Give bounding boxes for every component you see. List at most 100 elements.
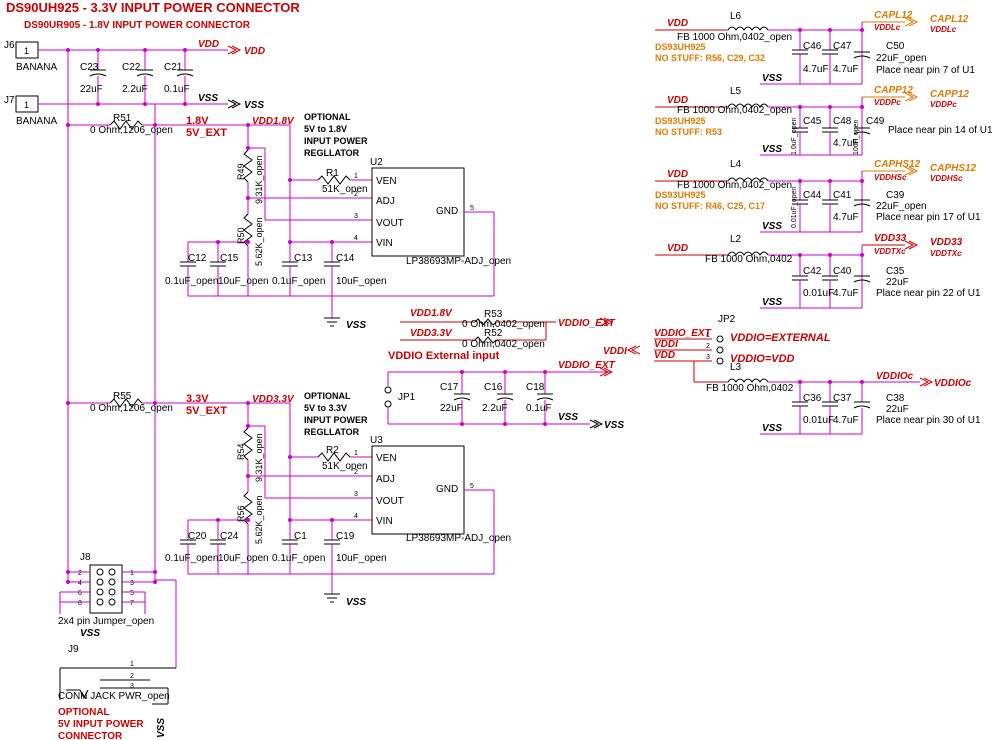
l5-ref: L5 bbox=[730, 86, 742, 97]
ground-icon bbox=[324, 593, 340, 603]
regulator-2: R55 0 Ohm,1206_open 3.3V 5V_EXT VDD3.3V … bbox=[66, 391, 511, 608]
input-caps: C23 22uF C22 2.2uF C21 0.1uF bbox=[80, 48, 194, 106]
l4-part: DS93UH925 bbox=[655, 190, 706, 200]
l3-vddioc-b: VDDIOc bbox=[934, 378, 972, 389]
l5-vddpc: VDDPc bbox=[874, 98, 901, 107]
j7-banana-label: BANANA bbox=[16, 116, 57, 127]
j9-jack: J9 1 2 3 CONN JACK PWR_open VSS OPTIONAL… bbox=[58, 579, 177, 740]
c20-ref: C20 bbox=[188, 531, 207, 542]
cap-c22-ref: C22 bbox=[122, 62, 141, 73]
c50-val: 22uF_open bbox=[876, 53, 927, 64]
c37-ref: C37 bbox=[833, 393, 852, 404]
l4-caphs12-b: CAPHS12 bbox=[930, 163, 977, 174]
c38-ref: C38 bbox=[886, 393, 905, 404]
c44-val: 0.01uF_open bbox=[791, 187, 798, 228]
c41-val: 4.7uF bbox=[833, 212, 859, 223]
reg1-note-4: REGLLATOR bbox=[304, 148, 360, 158]
u3-pin-vin: VIN bbox=[376, 516, 393, 527]
c38-val: 22uF bbox=[886, 404, 909, 415]
u3-pin-gnd: GND bbox=[436, 484, 458, 495]
l6-vddlc: VDDLc bbox=[874, 23, 901, 32]
l4-place: Place near pin 17 of U1 bbox=[876, 212, 981, 223]
c14-ref: C14 bbox=[336, 253, 355, 264]
reg1-note-1: OPTIONAL bbox=[304, 112, 351, 122]
l5-vss: VSS bbox=[762, 144, 782, 155]
c16-val: 2.2uF bbox=[482, 403, 508, 414]
arrow-left-icon bbox=[626, 345, 641, 355]
c18-val: 0.1uF bbox=[526, 403, 552, 414]
net-vss-label: VSS bbox=[198, 93, 218, 104]
u2-pin-num-4: 4 bbox=[354, 235, 358, 242]
jp2-selector: JP2 VDDIO_EXT VDDI VDD VDDI 1 2 3 VDDIO=… bbox=[603, 314, 981, 435]
reg2-note-2: 5V to 3.3V bbox=[304, 403, 347, 413]
j9-ref: J9 bbox=[68, 644, 79, 655]
u3-pin-num-2: 2 bbox=[354, 469, 358, 476]
j8-desc: 2x4 pin Jumper_open bbox=[58, 616, 154, 627]
l5-vddpc-b: VDDPc bbox=[930, 100, 957, 109]
j8-pin-1: 1 bbox=[130, 570, 134, 577]
u3-pin-ven: VEN bbox=[376, 453, 397, 464]
vss-arrow-icon bbox=[227, 99, 242, 109]
c18-ref: C18 bbox=[526, 382, 545, 393]
cap-c23-val: 22uF bbox=[80, 84, 103, 95]
c40-ref: C40 bbox=[833, 266, 852, 277]
arrow-icon bbox=[599, 367, 614, 377]
r1-val: 51K_open bbox=[322, 184, 368, 195]
j9-pin-1: 1 bbox=[130, 661, 134, 668]
vddio-vss: VSS bbox=[558, 412, 578, 423]
jp2-vddi-out: VDDI bbox=[603, 346, 627, 357]
c44-ref: C44 bbox=[803, 190, 822, 201]
j8-pin-6: 6 bbox=[78, 590, 82, 597]
vdd-arrow-icon bbox=[227, 45, 242, 55]
c24-ref: C24 bbox=[220, 531, 239, 542]
l5-capp12-b: CAPP12 bbox=[930, 89, 969, 100]
u3-pin-num-4: 4 bbox=[354, 513, 358, 520]
reg2-note-1: OPTIONAL bbox=[304, 391, 351, 401]
u2-pin-vout: VOUT bbox=[376, 218, 404, 229]
c13-ref: C13 bbox=[294, 253, 313, 264]
net-5vext-label-2: 5V_EXT bbox=[186, 405, 227, 417]
j6-connector: J6 1 BANANA bbox=[4, 40, 57, 73]
c48-ref: C48 bbox=[833, 116, 852, 127]
u2-pin-adj: ADJ bbox=[376, 196, 395, 207]
net-vdd33-r52: VDD3.3V bbox=[410, 328, 453, 339]
c42-ref: C42 bbox=[803, 266, 822, 277]
c1-ref: C1 bbox=[294, 531, 307, 542]
r2-ref: R2 bbox=[326, 445, 339, 456]
u2-box bbox=[371, 167, 465, 257]
jp2-pin-1: 1 bbox=[706, 332, 710, 339]
j8-vss: VSS bbox=[80, 628, 100, 639]
j6-ref: J6 bbox=[4, 40, 15, 51]
j8-pin-2: 2 bbox=[78, 570, 82, 577]
c42-val: 0.01uF bbox=[803, 288, 834, 299]
u2-pin-vin: VIN bbox=[376, 238, 393, 249]
c36-val: 0.01uF bbox=[803, 415, 834, 426]
c50-ref: C50 bbox=[886, 41, 905, 52]
r51-ref: R51 bbox=[113, 113, 132, 124]
l2-vdd33-b: VDD33 bbox=[930, 237, 963, 248]
schematic-subtitle: DS90UR905 - 1.8V INPUT POWER CONNECTOR bbox=[24, 20, 251, 31]
l6-vddlc-b: VDDLc bbox=[930, 25, 957, 34]
l4-ref: L4 bbox=[730, 159, 742, 170]
l6-vdd: VDD bbox=[667, 18, 688, 29]
u2-pin-num-3: 3 bbox=[354, 213, 358, 220]
r56-val: 5.62K_open bbox=[254, 495, 264, 544]
l6-vss: VSS bbox=[762, 73, 782, 84]
reg1-vss: VSS bbox=[346, 320, 366, 331]
jp2-net-vddi: VDDI bbox=[654, 339, 678, 350]
r54-ref: R54 bbox=[236, 443, 246, 460]
vddio-select: VDD1.8V R53 0 Ohm,0402_open VDD3.3V R52 … bbox=[384, 308, 624, 431]
c45-val: 1.0uF_open bbox=[791, 118, 798, 155]
j8-pin-7: 7 bbox=[130, 600, 134, 607]
l4-vddhsc: VDDHSc bbox=[874, 173, 907, 182]
c49-ref: C49 bbox=[866, 116, 885, 127]
r54-val: 9.31K_open bbox=[254, 433, 264, 482]
r52-val: 0 Ohm,0402_open bbox=[462, 339, 545, 350]
l3-ref: L3 bbox=[730, 362, 742, 373]
jp2-opt-vdd: VDDIO=VDD bbox=[730, 353, 795, 365]
jp2-net-vddio-ext: VDDIO_EXT bbox=[654, 328, 712, 339]
filter-l4: VDD L4 FB 1000 Ohm,0402_open DS93UH925 N… bbox=[655, 159, 981, 233]
reg1-note-2: 5V to 1.8V bbox=[304, 124, 347, 134]
c35-val: 22uF bbox=[886, 277, 909, 288]
c47-val: 4.7uF bbox=[833, 64, 859, 75]
